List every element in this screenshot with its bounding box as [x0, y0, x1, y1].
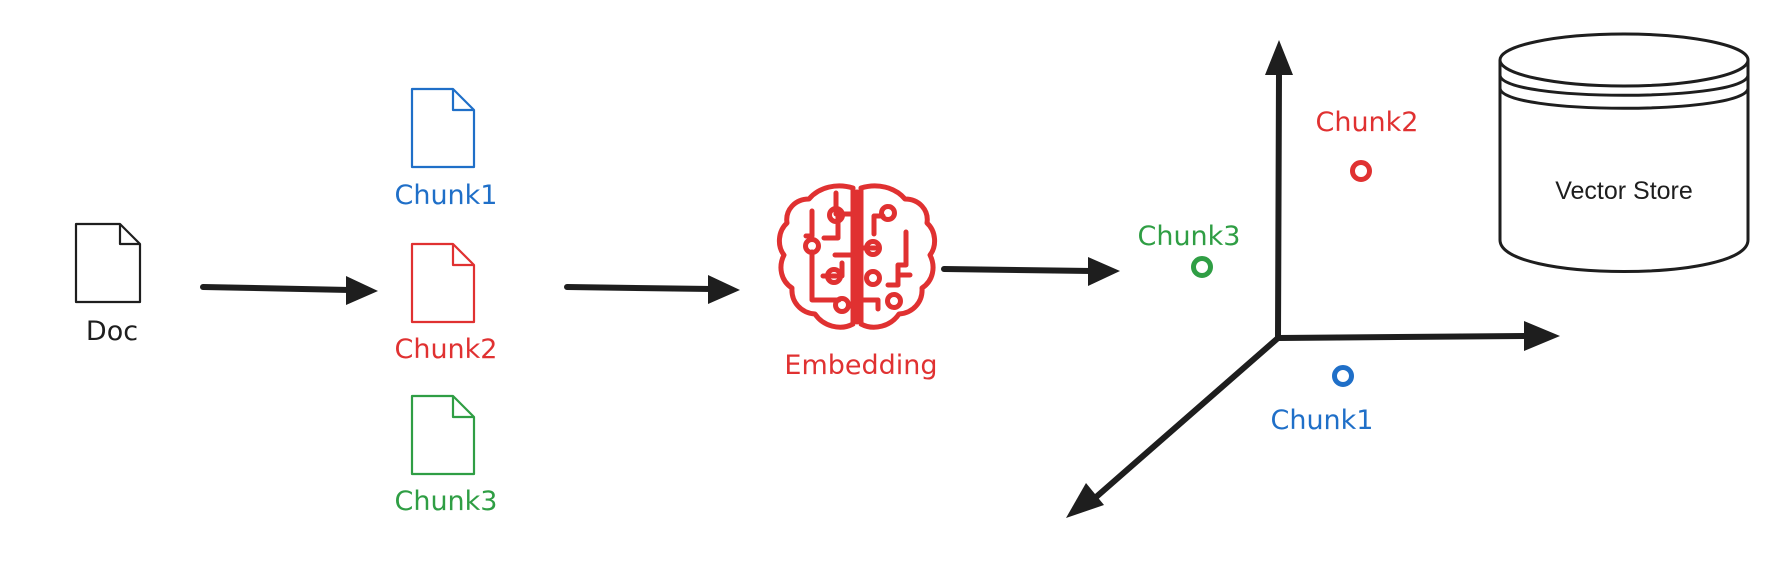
arrow-doc-to-chunks [200, 276, 378, 305]
embedding-node: Embedding [777, 183, 938, 381]
doc-label: Doc [86, 316, 138, 347]
chunk-node-1: Chunk1 [394, 87, 498, 211]
y-axis [1265, 40, 1293, 341]
arrow-embedding-to-space [941, 257, 1120, 286]
space-point-chunk2: Chunk2 [1315, 107, 1419, 182]
file-icon [410, 242, 476, 324]
vector-store: Vector Store [1498, 32, 1750, 273]
space-point-label: Chunk3 [1137, 221, 1240, 252]
x-axis [1275, 321, 1560, 351]
embedding-label: Embedding [784, 350, 937, 381]
chunk-label-1: Chunk1 [394, 180, 497, 211]
doc-node: Doc [74, 222, 142, 347]
point-marker [1350, 160, 1372, 182]
brain-icon [777, 183, 937, 330]
cylinder-icon [1498, 32, 1750, 273]
file-icon [410, 87, 476, 169]
space-point-chunk3: Chunk3 [1137, 221, 1241, 278]
file-icon [410, 394, 476, 476]
vector-space-axes [1066, 40, 1560, 518]
chunk-label-3: Chunk3 [394, 486, 497, 517]
point-marker [1191, 256, 1213, 278]
file-icon [74, 222, 142, 304]
chunk-node-2: Chunk2 [394, 242, 498, 365]
chunk-node-3: Chunk3 [394, 394, 498, 517]
space-point-chunk1: Chunk1 [1270, 365, 1374, 436]
chunk-label-2: Chunk2 [394, 334, 497, 365]
space-point-label: Chunk1 [1270, 405, 1373, 436]
z-axis [1066, 335, 1281, 518]
vector-store-label: Vector Store [1555, 177, 1693, 205]
arrow-chunks-to-embedding [564, 275, 740, 304]
space-point-label: Chunk2 [1315, 107, 1418, 138]
point-marker [1332, 365, 1354, 387]
